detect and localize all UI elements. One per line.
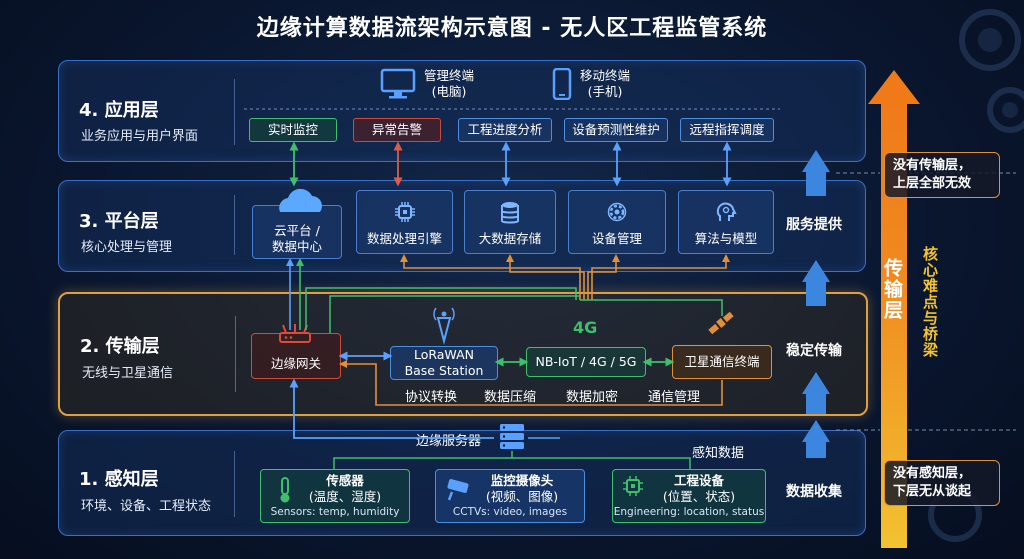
app-label: 设备预测性维护 — [572, 122, 660, 137]
layer-name: 3. 平台层 — [79, 211, 159, 232]
terminal-line2: (电脑) — [431, 84, 467, 99]
layer-divider — [234, 451, 235, 517]
monitor-icon — [380, 68, 416, 99]
mobile-phone-icon — [552, 68, 572, 100]
app-alarm-button[interactable]: 异常告警 — [353, 118, 441, 142]
flow-label-collect: 数据收集 — [786, 484, 842, 500]
node-label-line1: LoRaWAN — [413, 347, 475, 362]
device-en: CCTVs: video, images — [452, 506, 568, 518]
mobile-terminal[interactable]: 移动终端 (手机) — [552, 68, 630, 100]
layer-desc: 业务应用与用户界面 — [81, 129, 199, 144]
device-sub: (位置、状态) — [662, 489, 736, 504]
node-label: 边缘网关 — [270, 356, 321, 371]
app-remote-dispatch-button[interactable]: 远程指挥调度 — [680, 118, 774, 142]
terminal-line1: 移动终端 — [580, 68, 631, 83]
module-label: 算法与模型 — [694, 231, 758, 246]
layer-desc: 无线与卫星通信 — [82, 366, 174, 381]
device-management-module[interactable]: 设备管理 — [568, 190, 666, 254]
management-terminal[interactable]: 管理终端 (电脑) — [380, 68, 474, 100]
node-label: 卫星通信终端 — [684, 354, 760, 369]
terminal-line1: 管理终端 — [424, 68, 475, 83]
flow-label-stable: 稳定传输 — [786, 343, 842, 359]
gear-icon — [607, 202, 627, 222]
module-label: 云平台 / 数据中心 — [271, 223, 322, 254]
chip-icon — [394, 202, 415, 222]
diagram-title: 边缘计算数据流架构示意图 - 无人区工程监管系统 — [256, 16, 768, 41]
layer-divider — [235, 316, 236, 392]
layer-divider — [234, 79, 235, 145]
function-comm-management: 通信管理 — [648, 390, 701, 405]
function-protocol-conversion: 协议转换 — [405, 390, 458, 405]
layer-desc: 环境、设备、工程状态 — [81, 499, 212, 514]
device-title: 监控摄像头 — [490, 473, 554, 488]
node-label: NB-IoT / 4G / 5G — [535, 354, 637, 369]
module-label: 数据处理引擎 — [366, 231, 442, 246]
layer-desc: 核心处理与管理 — [81, 240, 173, 255]
app-label: 异常告警 — [371, 122, 422, 137]
device-en: Sensors: temp, humidity — [270, 506, 400, 518]
app-label: 工程进度分析 — [467, 122, 543, 137]
app-label: 实时监控 — [267, 122, 318, 137]
database-icon — [501, 202, 519, 224]
app-progress-analysis-button[interactable]: 工程进度分析 — [458, 118, 552, 142]
app-label: 远程指挥调度 — [689, 122, 765, 137]
big-arrow-label: 传输层 — [881, 258, 903, 321]
data-processing-engine-module[interactable]: 数据处理引擎 — [356, 190, 453, 254]
function-data-compression: 数据压缩 — [484, 390, 537, 405]
layer-name: 1. 感知层 — [79, 469, 159, 490]
sensing-data-label: 感知数据 — [692, 446, 745, 461]
layer-name: 2. 传输层 — [80, 336, 160, 357]
warning-bottom: 没有感知层， 下层无从谈起 — [884, 460, 1000, 506]
module-label: 设备管理 — [591, 231, 642, 246]
layer-divider — [234, 195, 235, 255]
big-data-storage-module[interactable]: 大数据存储 — [464, 190, 556, 254]
function-data-encryption: 数据加密 — [566, 390, 619, 405]
badge-4g: 4G — [573, 318, 598, 337]
core-note-vertical: 核心难点与桥梁 — [921, 246, 939, 358]
algorithm-model-module[interactable]: 算法与模型 — [678, 190, 774, 254]
cctv-camera-device[interactable]: 监控摄像头 (视频、图像) CCTVs: video, images — [435, 469, 585, 523]
engineering-equipment-device[interactable]: 工程设备 (位置、状态) Engineering: location, stat… — [612, 469, 766, 523]
brain-head-icon — [716, 202, 737, 221]
flow-label-service: 服务提供 — [786, 217, 842, 233]
device-title: 工程设备 — [673, 473, 724, 488]
edge-gateway[interactable]: 边缘网关 — [251, 333, 341, 379]
nbiot-4g-5g-module[interactable]: NB-IoT / 4G / 5G — [526, 347, 646, 377]
device-en: Engineering: location, status — [613, 506, 765, 518]
device-sub: (视频、图像) — [485, 489, 559, 504]
warning-top: 没有传输层， 上层全部无效 — [884, 152, 1000, 198]
layer-name: 4. 应用层 — [79, 100, 159, 121]
satellite-terminal[interactable]: 卫星通信终端 — [672, 345, 772, 379]
node-label-line2: Base Station — [404, 363, 484, 378]
device-title: 传感器 — [326, 473, 364, 488]
device-sub: (温度、湿度) — [308, 489, 382, 504]
terminal-line2: (手机) — [587, 84, 623, 99]
module-label: 大数据存储 — [478, 231, 542, 246]
lorawan-base-station[interactable]: LoRaWAN Base Station — [390, 346, 498, 380]
cloud-platform-module[interactable]: 云平台 / 数据中心 — [252, 205, 342, 259]
